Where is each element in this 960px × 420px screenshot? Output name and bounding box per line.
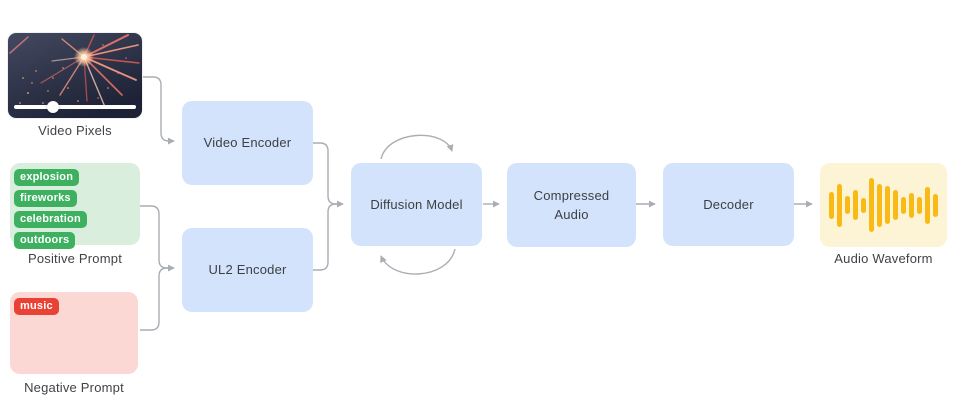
waveform-bar	[933, 193, 938, 217]
waveform-bar	[917, 196, 922, 214]
waveform-bar	[909, 192, 914, 218]
arrow-video-encoder-to-merge	[313, 142, 339, 205]
audio-waveform-icon	[829, 178, 938, 232]
audio-waveform-caption: Audio Waveform	[834, 251, 933, 266]
prompt-tag: music	[14, 298, 59, 315]
negative-prompt-panel: music	[10, 292, 138, 374]
diffusion-loop-arrow-top	[380, 134, 454, 160]
video-pixels-caption: Video Pixels	[38, 123, 112, 138]
waveform-bar	[861, 197, 866, 213]
waveform-bar	[877, 183, 882, 227]
waveform-bar	[893, 190, 898, 220]
waveform-bar	[901, 196, 906, 214]
video-thumbnail	[8, 33, 142, 118]
arrow-video-to-video-encoder	[143, 76, 175, 145]
waveform-bar	[925, 186, 930, 224]
waveform-bar	[869, 178, 874, 232]
node-diffusion-model-label: Diffusion Model	[370, 196, 463, 212]
positive-prompt-caption: Positive Prompt	[27, 251, 123, 266]
node-video-encoder: Video Encoder	[182, 101, 313, 185]
audio-waveform-panel	[820, 163, 947, 247]
node-video-encoder-label: Video Encoder	[203, 135, 292, 151]
fireworks-video-frame	[8, 33, 142, 118]
prompt-tag: fireworks	[14, 190, 77, 207]
waveform-bar	[853, 190, 858, 220]
node-ul2-encoder-label: UL2 Encoder	[208, 262, 287, 278]
node-compressed-audio-label: Compressed Audio	[533, 187, 610, 223]
prompt-tag: celebration	[14, 211, 87, 228]
negative-prompt-caption: Negative Prompt	[24, 380, 124, 395]
diffusion-loop-arrow-bottom	[380, 248, 456, 275]
video-progress-thumb	[47, 101, 59, 113]
node-decoder: Decoder	[663, 163, 794, 246]
node-compressed-audio: Compressed Audio	[507, 163, 636, 247]
node-diffusion-model: Diffusion Model	[351, 163, 482, 246]
arrow-ul2-encoder-to-merge	[313, 203, 339, 271]
prompt-tag: outdoors	[14, 232, 76, 249]
waveform-bar	[885, 186, 890, 224]
waveform-bar	[829, 191, 834, 219]
positive-prompt-panel: explosion fireworks celebration outdoors	[10, 163, 140, 249]
arrow-positive-prompt-to-merge	[140, 205, 170, 269]
prompt-tag: explosion	[14, 169, 80, 186]
arrow-negative-prompt-to-merge	[140, 267, 170, 331]
node-ul2-encoder: UL2 Encoder	[182, 228, 313, 312]
waveform-bar	[845, 196, 850, 214]
waveform-bar	[837, 183, 842, 227]
video-progress-track	[14, 105, 136, 109]
node-decoder-label: Decoder	[703, 196, 754, 212]
